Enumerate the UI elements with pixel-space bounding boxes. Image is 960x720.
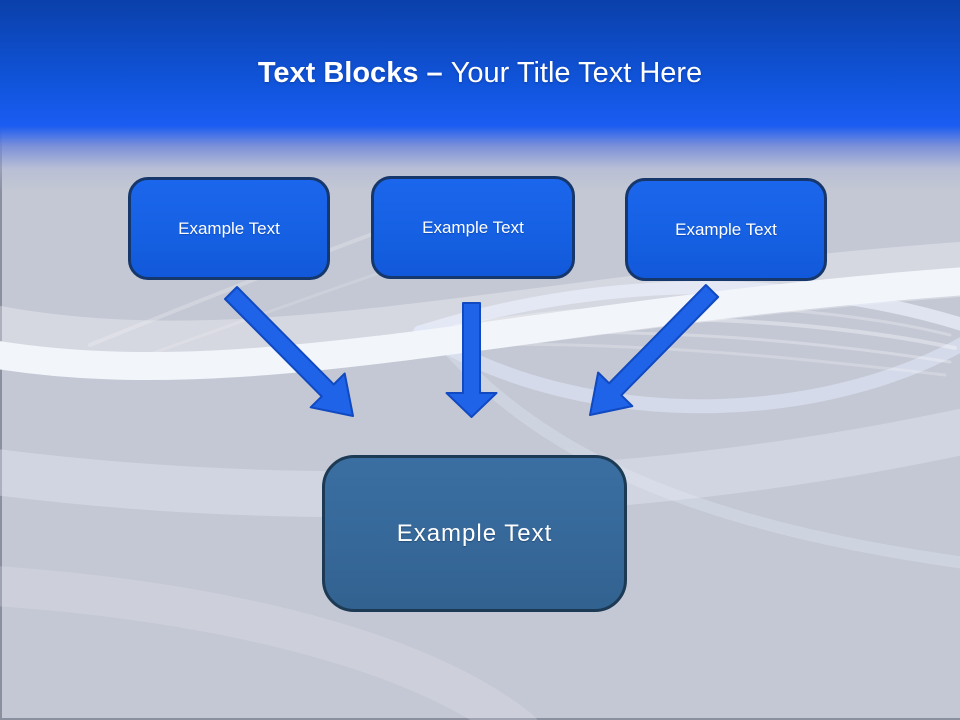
summary-block: Example Text <box>322 455 627 612</box>
slide-title-regular: Your Title Text Here <box>442 56 703 89</box>
wave-main-ribbon <box>0 267 960 380</box>
header-banner <box>0 0 960 192</box>
wave-lens-bottom <box>413 325 960 414</box>
wave-lens-streak-3 <box>448 342 947 377</box>
wave-bottom-arc <box>0 566 538 720</box>
summary-block-label: Example Text <box>396 519 553 547</box>
text-block-3: Example Text <box>625 178 827 281</box>
slide-title: Text Blocks – Your Title Text Here <box>0 52 960 94</box>
wave-lens-top <box>413 281 960 339</box>
arrow-down-icon <box>445 302 498 418</box>
slide-title-bold: Text Blocks – <box>257 56 443 89</box>
arrow-down-left-icon <box>589 284 720 416</box>
text-block-2: Example Text <box>371 176 575 279</box>
arrow-down-right-icon <box>224 286 354 417</box>
text-block-2-label: Example Text <box>422 217 524 237</box>
text-block-1: Example Text <box>128 177 330 280</box>
text-block-1-label: Example Text <box>178 218 280 238</box>
text-block-3-label: Example Text <box>675 219 777 239</box>
